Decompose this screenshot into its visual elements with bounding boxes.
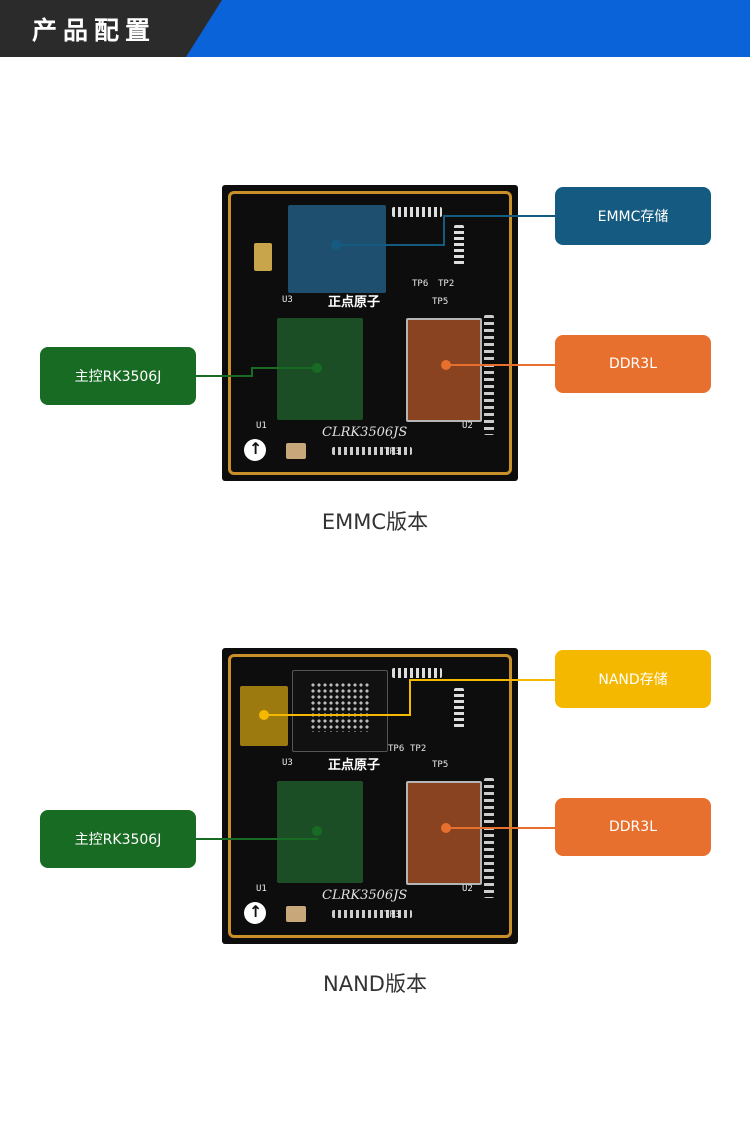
brand-logo-text: 正点原子 (328, 295, 381, 310)
nand-ddr-label: DDR3L (555, 798, 711, 856)
board-model-text: CLRK3506JS (322, 425, 408, 440)
header-title-block: 产品配置 (0, 0, 222, 57)
emmc-version-caption: EMMC版本 (321, 510, 429, 534)
emmc-ddr-connector (446, 364, 556, 366)
nand-storage-connector (264, 714, 410, 716)
nand-version-caption: NAND版本 (323, 972, 427, 996)
emmc-storage-connector (336, 244, 444, 246)
emmc-storage-label: EMMC存储 (555, 187, 711, 245)
nand-storage-label: NAND存储 (555, 650, 711, 708)
nand-ddr-connector (446, 827, 556, 829)
board-model-text: CLRK3506JS (322, 888, 408, 903)
nand-board-image: U3 TP6 TP2 TP5 U1 U2 TP3 正点原子 CLRK3506JS (222, 648, 518, 944)
orientation-arrow-icon (244, 902, 266, 924)
page-title: 产品配置 (32, 16, 157, 45)
emmc-board-image: U3 TP6 TP2 TP5 U1 U2 TP3 正点原子 CLRK3506JS (222, 185, 518, 481)
ddr-chip (406, 781, 482, 885)
ddr-chip (406, 318, 482, 422)
nand-cpu-label: 主控RK3506J (40, 810, 196, 868)
nand-cpu-connector (196, 838, 318, 840)
orientation-arrow-icon (244, 439, 266, 461)
emmc-ddr-label: DDR3L (555, 335, 711, 393)
brand-logo-text: 正点原子 (328, 758, 381, 773)
emmc-cpu-label: 主控RK3506J (40, 347, 196, 405)
emmc-cpu-connector (196, 375, 252, 377)
